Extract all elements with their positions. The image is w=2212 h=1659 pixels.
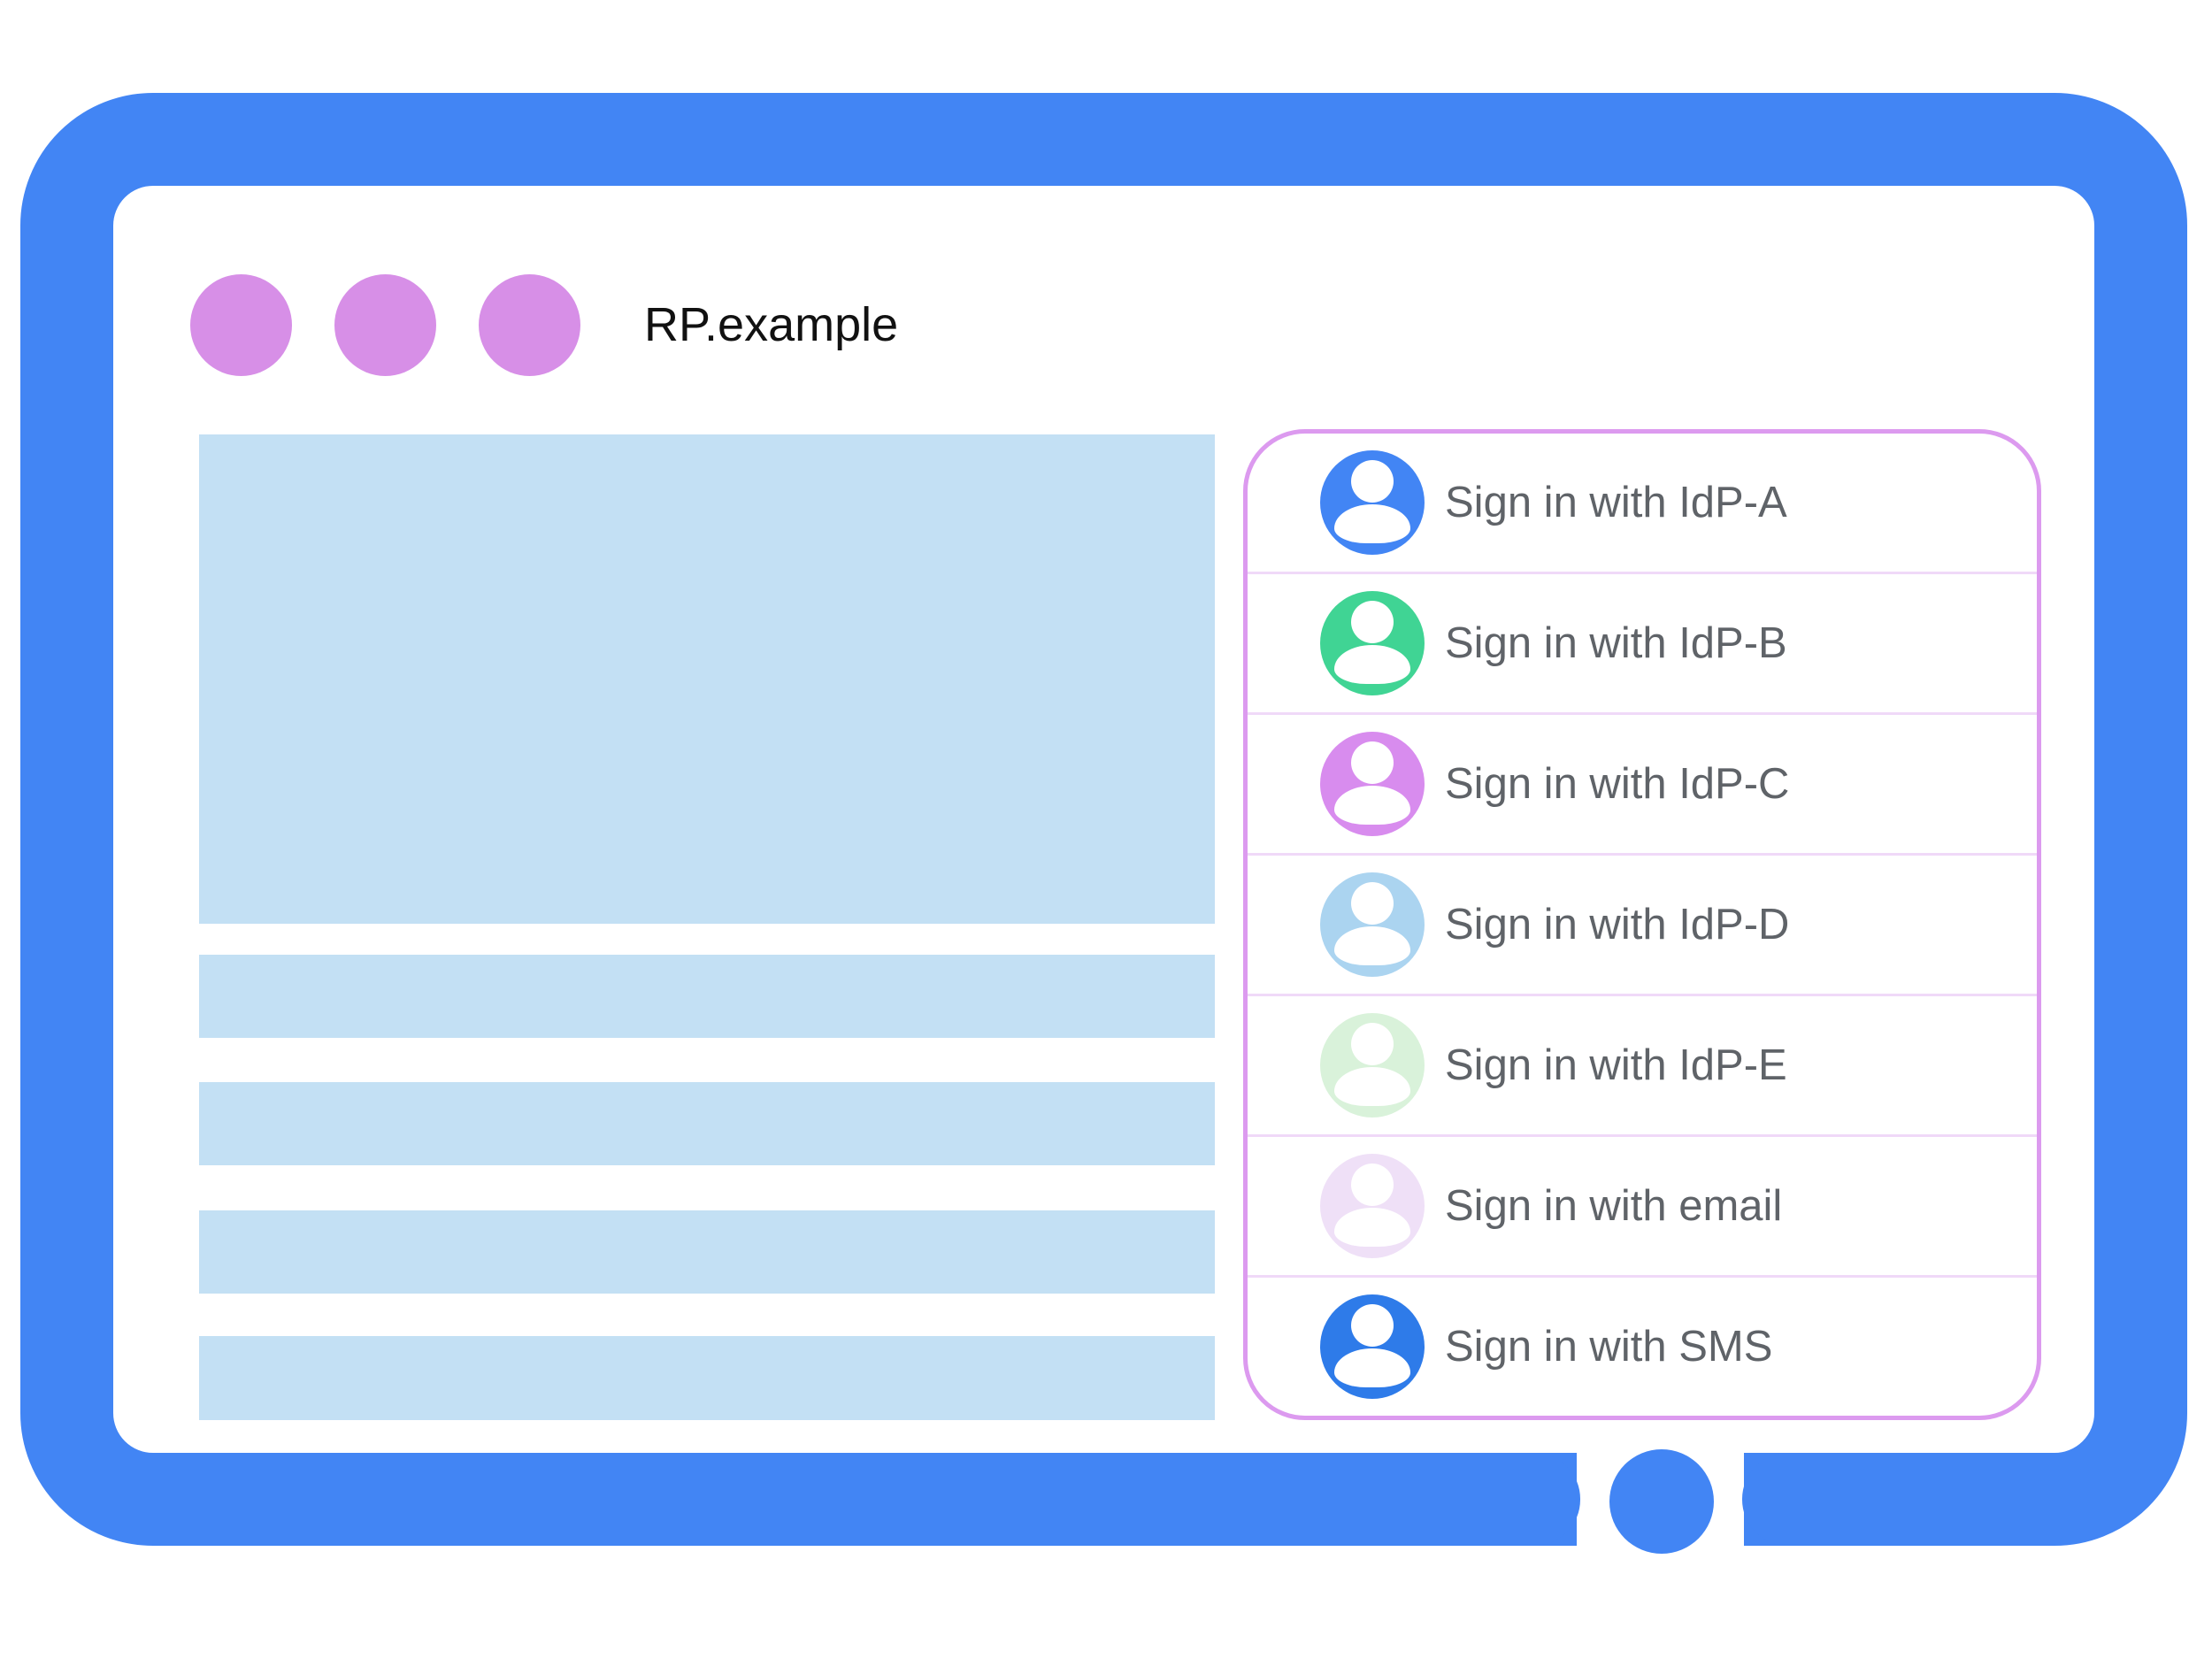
frame-bottom-button-circle	[1609, 1449, 1714, 1554]
frame-bottom-right-cap	[1742, 1453, 1840, 1546]
signin-option-label: Sign in with IdP-C	[1445, 760, 1790, 808]
window-control-dot	[334, 274, 436, 376]
signin-option-label: Sign in with SMS	[1445, 1323, 1773, 1371]
person-icon	[1320, 1154, 1425, 1258]
content-placeholder-line	[199, 1210, 1215, 1294]
content-placeholder-hero	[199, 434, 1215, 924]
signin-option-email[interactable]: Sign in with email	[1248, 1137, 2037, 1278]
person-icon	[1320, 450, 1425, 555]
signin-option-idp-d[interactable]: Sign in with IdP-D	[1248, 856, 2037, 996]
window-control-dot	[190, 274, 292, 376]
signin-option-idp-a[interactable]: Sign in with IdP-A	[1248, 434, 2037, 574]
person-icon	[1320, 1294, 1425, 1399]
person-icon	[1320, 591, 1425, 695]
content-placeholder-line	[199, 1336, 1215, 1420]
signin-option-label: Sign in with email	[1445, 1182, 1783, 1230]
signin-option-label: Sign in with IdP-E	[1445, 1041, 1787, 1089]
signin-option-idp-e[interactable]: Sign in with IdP-E	[1248, 996, 2037, 1137]
window-control-dot	[479, 274, 580, 376]
signin-options-panel: Sign in with IdP-A Sign in with IdP-B Si…	[1243, 429, 2041, 1420]
person-icon	[1320, 732, 1425, 836]
signin-option-sms[interactable]: Sign in with SMS	[1248, 1278, 2037, 1416]
content-placeholder-line	[199, 1082, 1215, 1165]
signin-option-label: Sign in with IdP-B	[1445, 619, 1787, 667]
signin-option-label: Sign in with IdP-D	[1445, 901, 1790, 949]
signin-option-label: Sign in with IdP-A	[1445, 479, 1787, 526]
person-icon	[1320, 872, 1425, 977]
frame-bottom-left-cap	[1482, 1453, 1580, 1546]
content-placeholder-line	[199, 955, 1215, 1038]
signin-option-idp-b[interactable]: Sign in with IdP-B	[1248, 574, 2037, 715]
page-title: RP.example	[644, 298, 899, 351]
signin-option-idp-c[interactable]: Sign in with IdP-C	[1248, 715, 2037, 856]
person-icon	[1320, 1013, 1425, 1118]
